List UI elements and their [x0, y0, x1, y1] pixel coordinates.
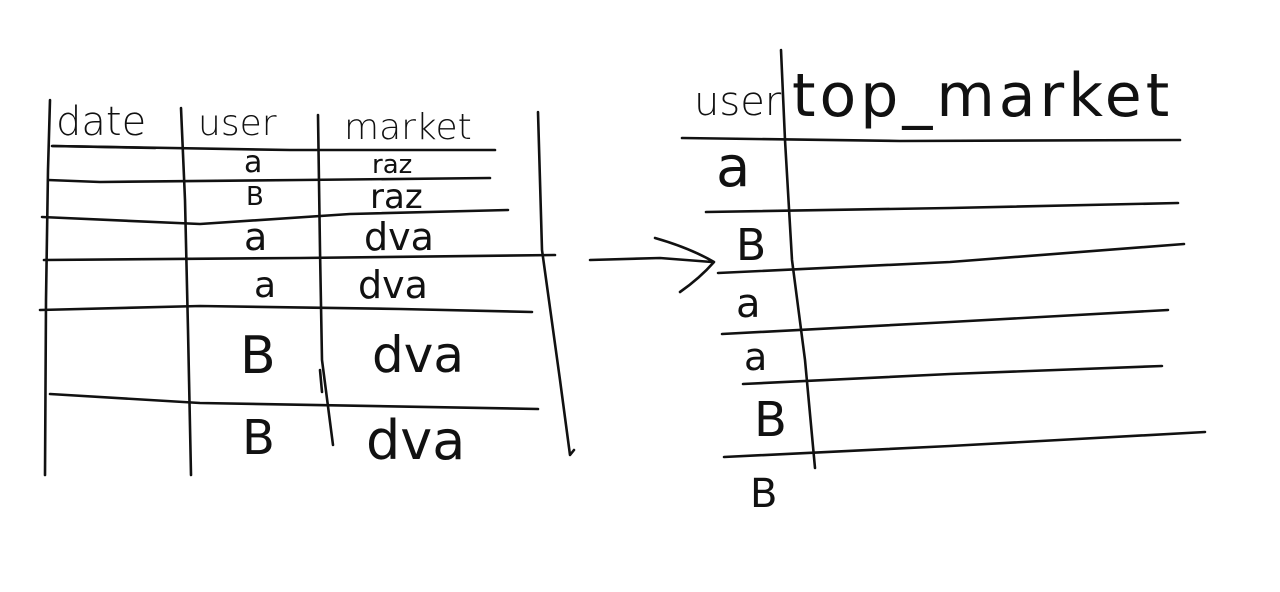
right-table-row-line-4 [741, 364, 1164, 386]
left-row-1-market: raz [372, 150, 413, 180]
left-row-6-market: dva [366, 409, 466, 472]
right-table-row-line-3 [720, 308, 1170, 336]
left-table-tick [318, 368, 324, 394]
left-row-5-user: B [240, 326, 276, 386]
left-row-4-market: dva [358, 263, 428, 307]
right-header-top-market: top_market [792, 61, 1174, 131]
left-table-row-line-2 [40, 208, 510, 226]
right-table-header-line [680, 136, 1182, 143]
right-table-divider [779, 48, 817, 470]
left-table-row-line-3 [42, 253, 557, 262]
left-row-2-user: B [246, 182, 264, 212]
right-table-row-line-1 [704, 201, 1180, 214]
left-table-border-right [536, 110, 576, 457]
right-row-4-user: a [744, 335, 768, 379]
right-row-1-user: a [716, 135, 751, 200]
left-table-row-line-5 [48, 392, 540, 411]
right-table-row-line-5 [722, 430, 1207, 459]
left-row-3-market: dva [364, 215, 434, 259]
left-table-divider-user-market [316, 113, 335, 447]
left-row-2-market: raz [370, 177, 423, 217]
left-row-3-user: a [244, 215, 268, 259]
left-row-4-user: a [254, 265, 277, 306]
right-row-6-user: B [750, 471, 778, 517]
left-table-border-left [43, 98, 52, 477]
arrow-head [653, 236, 716, 294]
right-row-3-user: a [736, 281, 761, 327]
left-table-divider-date-user [179, 106, 193, 477]
right-row-2-user: B [736, 220, 767, 271]
date-header-underline [50, 144, 157, 150]
left-header-market: market [344, 107, 472, 148]
left-row-6-user: B [242, 410, 275, 466]
right-header-user: user [694, 79, 782, 125]
right-table-row-line-2 [716, 242, 1186, 275]
left-header-date: date [56, 99, 147, 145]
left-header-user: user [198, 103, 277, 144]
left-row-1-user: a [244, 145, 263, 180]
left-table-row-line-4 [38, 304, 534, 314]
left-row-5-market: dva [372, 326, 464, 384]
arrow-shaft [588, 256, 714, 264]
left-table-row-line-1 [46, 176, 492, 184]
right-row-5-user: B [754, 392, 787, 448]
